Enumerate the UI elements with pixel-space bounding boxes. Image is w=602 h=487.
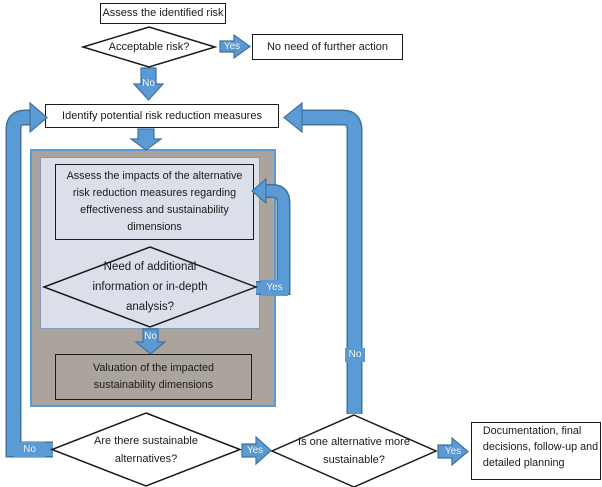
node-valuation-line2: sustainability dimensions <box>93 379 214 391</box>
diamond-acceptable-risk <box>80 26 218 68</box>
diamond-one-alternative <box>270 414 438 487</box>
edge-identify-to-container-arrow <box>129 128 163 151</box>
one-alternative-line1: Is one alternative more <box>298 436 410 448</box>
node-assess-risk-label: Assess the identified risk <box>102 7 224 19</box>
node-documentation-line1: Documentation, final <box>482 425 582 437</box>
node-assess-impacts-line3: effectiveness and sustainability <box>80 204 229 216</box>
label-need-info-no: No <box>141 330 160 343</box>
node-no-further-action: No need of further action <box>252 34 403 60</box>
node-documentation-line3: detailed planning <box>482 457 565 469</box>
node-assess-impacts-line2: risk reduction measures regarding <box>72 187 237 199</box>
sustainable-no-text: No <box>23 443 36 455</box>
node-no-further-action-label: No need of further action <box>266 40 389 53</box>
node-assess-impacts-line4: dimensions <box>127 221 182 233</box>
edge-one-alternative-no-loop-arrow <box>283 101 363 414</box>
need-info-no-text: No <box>144 330 157 342</box>
node-documentation: Documentation, final decisions, follow-u… <box>471 422 601 480</box>
node-documentation-line2: decisions, follow-up and <box>482 441 599 453</box>
label-sustainable-no: No <box>14 442 45 457</box>
sustainable-line1: Are there sustainable <box>94 435 198 447</box>
acceptable-yes-text: Yes <box>223 40 241 52</box>
node-valuation-line1: Valuation of the impacted <box>92 362 215 374</box>
one-alternative-yes-text: Yes <box>444 445 462 457</box>
node-valuation: Valuation of the impacted sustainability… <box>55 354 252 400</box>
sustainable-yes-text: Yes <box>246 444 264 456</box>
sustainable-line2: alternatives? <box>114 453 178 465</box>
node-identify-measures: Identify potential risk reduction measur… <box>45 104 279 128</box>
diamond-sustainable-alternatives-label: Are there sustainable alternatives? <box>66 428 226 472</box>
one-alternative-line2: sustainable? <box>323 454 385 466</box>
node-assess-risk: Assess the identified risk <box>100 3 226 24</box>
label-acceptable-yes: Yes <box>219 40 245 53</box>
label-one-alternative-no: No <box>345 348 365 362</box>
label-acceptable-no: No <box>139 77 158 90</box>
diamond-acceptable-risk-label: Acceptable risk? <box>83 27 215 67</box>
label-sustainable-yes: Yes <box>242 444 268 457</box>
need-info-yes-text: Yes <box>266 282 283 293</box>
label-need-info-yes: Yes <box>261 280 288 296</box>
acceptable-risk-text: Acceptable risk? <box>108 40 190 53</box>
acceptable-no-text: No <box>142 77 155 89</box>
diamond-one-alternative-label: Is one alternative more sustainable? <box>274 429 434 473</box>
node-assess-impacts: Assess the impacts of the alternative ri… <box>55 164 254 240</box>
diamond-sustainable-alternatives <box>49 412 243 487</box>
node-identify-measures-label: Identify potential risk reduction measur… <box>62 109 262 122</box>
one-alternative-no-text: No <box>348 349 362 360</box>
label-one-alternative-yes: Yes <box>440 445 466 458</box>
node-assess-impacts-line1: Assess the impacts of the alternative <box>66 170 243 182</box>
